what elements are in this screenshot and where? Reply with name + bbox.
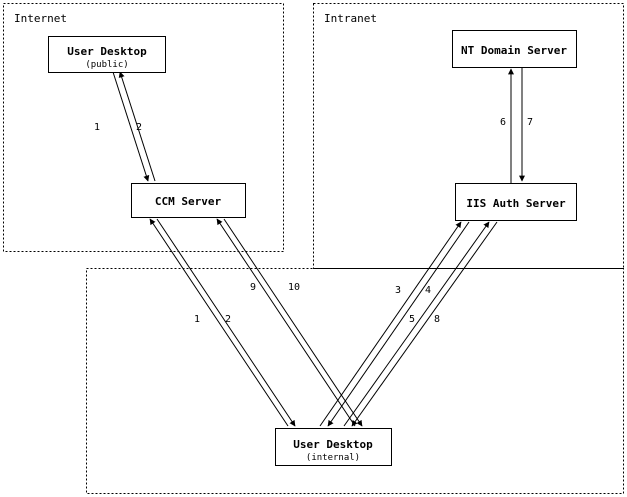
step-label-2-internal: 2 bbox=[225, 314, 231, 325]
flow-line-2-ccm-to-internal bbox=[156, 218, 296, 427]
step-label-7: 7 bbox=[527, 117, 533, 128]
step-label-9: 9 bbox=[250, 282, 256, 293]
node-user-desktop-internal-subtitle: (internal) bbox=[306, 453, 360, 463]
flow-line-1-public-to-ccm bbox=[112, 71, 150, 182]
zone-internet-border bbox=[3, 3, 284, 252]
node-user-desktop-internal[interactable] bbox=[274, 427, 393, 467]
flow-line-3-internal-to-iis bbox=[319, 221, 462, 427]
node-user-desktop-public-title: User Desktop bbox=[67, 45, 147, 58]
flow-line-8-iis-to-internal bbox=[351, 221, 498, 427]
step-label-8: 8 bbox=[434, 314, 440, 325]
node-nt-domain-server-title: NT Domain Server bbox=[461, 44, 567, 57]
node-iis-auth-server-title: IIS Auth Server bbox=[466, 197, 566, 210]
node-ccm-server[interactable] bbox=[130, 182, 247, 219]
node-iis-auth-server[interactable] bbox=[454, 182, 578, 222]
node-ccm-server-title: CCM Server bbox=[155, 195, 222, 208]
step-label-1-public: 1 bbox=[94, 122, 100, 133]
step-label-6: 6 bbox=[500, 117, 506, 128]
step-label-5: 5 bbox=[409, 314, 415, 325]
node-user-desktop-public-subtitle: (public) bbox=[85, 60, 128, 70]
step-label-2-public: 2 bbox=[136, 122, 142, 133]
flow-line-2-ccm-to-public bbox=[118, 71, 156, 182]
node-nt-domain-server[interactable] bbox=[451, 29, 578, 69]
zone-internet-label: Internet bbox=[14, 12, 67, 25]
node-user-desktop-internal-title: User Desktop bbox=[293, 438, 373, 451]
zone-intranet-label: Intranet bbox=[324, 12, 377, 25]
node-user-desktop-public[interactable] bbox=[47, 35, 167, 74]
flow-line-5-internal-to-iis bbox=[343, 221, 490, 427]
flow-line-1-internal-to-ccm bbox=[149, 218, 289, 427]
step-label-10: 10 bbox=[288, 282, 300, 293]
step-label-3: 3 bbox=[395, 285, 401, 296]
flow-line-10-ccm-to-internal bbox=[223, 218, 363, 427]
step-label-1-internal: 1 bbox=[194, 314, 200, 325]
step-label-4: 4 bbox=[425, 285, 431, 296]
zone-internal-border bbox=[86, 268, 624, 494]
flow-line-9-internal-to-ccm bbox=[216, 218, 356, 427]
flow-line-4-iis-to-internal bbox=[327, 221, 470, 427]
